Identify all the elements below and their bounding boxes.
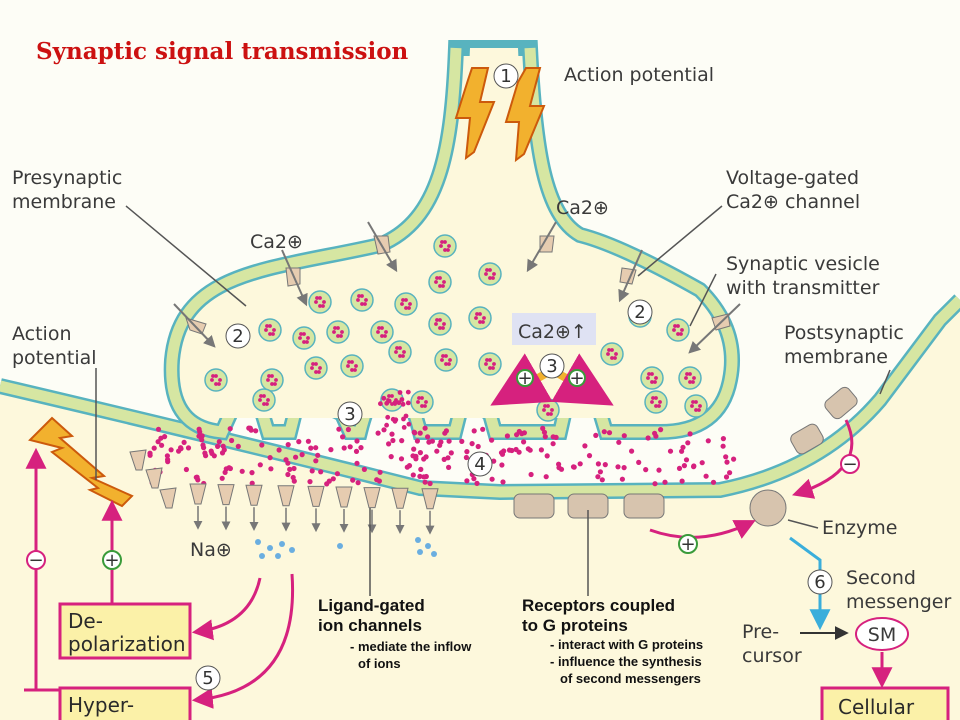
inhibit-sign: −	[26, 550, 46, 571]
second-messenger-label: Second	[846, 567, 916, 589]
step-marker: 3	[539, 353, 565, 379]
ion-inflow-dots	[255, 537, 437, 559]
ca-left-label: Ca2⊕	[250, 231, 303, 253]
postsynaptic-label: Postsynaptic	[784, 322, 904, 344]
gprotein-caption: Receptors coupled	[522, 596, 675, 615]
svg-text:4: 4	[474, 454, 485, 475]
action-potential-label: Action potential	[564, 64, 714, 86]
ca-inside-box	[512, 313, 596, 345]
g-protein-receptors	[513, 386, 858, 519]
step-marker: 4	[467, 451, 493, 477]
action-potential-bolt-right	[504, 67, 546, 163]
ca-channel	[539, 235, 555, 253]
precursor-label-2: cursor	[742, 645, 802, 667]
ligand-caption: Ligand-gated	[318, 596, 425, 615]
voltage-gated-label: Voltage-gated	[726, 167, 859, 189]
svg-text:−: −	[28, 550, 43, 571]
gprotein-caption-3: - interact with G proteins	[550, 637, 703, 652]
transmitter-cloud	[147, 389, 737, 487]
svg-text:+: +	[680, 534, 695, 555]
action-potential-left-bolt	[28, 416, 134, 508]
svg-text:+: +	[569, 368, 584, 389]
action-potential-bolt-left	[454, 67, 496, 161]
depolarization-label: De-	[68, 609, 103, 633]
presynaptic-label-2: membrane	[12, 191, 116, 213]
synaptic-vesicles	[204, 234, 708, 422]
ligand-caption-3: - mediate the inflow	[350, 639, 472, 654]
gprotein-caption-5: of second messengers	[560, 671, 701, 686]
gprotein-caption-4: - influence the synthesis	[550, 654, 702, 669]
second-messenger-label-2: messenger	[846, 591, 951, 613]
svg-text:−: −	[842, 454, 857, 475]
page-title: Synaptic signal transmission	[36, 38, 409, 65]
enzyme-label: Enzyme	[822, 517, 897, 539]
sm-label: SM	[868, 624, 896, 646]
ca-inside-label: Ca2⊕↑	[518, 321, 587, 343]
ca-right-label: Ca2⊕	[556, 197, 609, 219]
excite-sign: +	[568, 368, 586, 389]
svg-text:3: 3	[344, 404, 355, 425]
depolarization-box	[58, 602, 192, 660]
svg-text:+: +	[517, 368, 532, 389]
excite-sign: +	[102, 550, 122, 571]
svg-text:+: +	[104, 550, 119, 571]
svg-text:1: 1	[500, 66, 511, 87]
depolarization-label-2: polarization	[68, 632, 186, 656]
presynaptic-label: Presynaptic	[12, 167, 122, 189]
action-potential-left-label: Action	[12, 323, 72, 345]
step-marker: 5	[195, 665, 221, 691]
step-marker: 2	[225, 323, 251, 349]
vesicle-label-2: with transmitter	[726, 277, 880, 299]
na-label: Na⊕	[190, 539, 232, 561]
vesicle-label: Synaptic vesicle	[726, 253, 880, 275]
hyperpolarization-box	[58, 686, 192, 720]
voltage-gated-label-2: Ca2⊕ channel	[726, 191, 860, 213]
step-marker: 6	[807, 569, 833, 595]
svg-text:5: 5	[202, 668, 213, 689]
svg-text:6: 6	[814, 572, 825, 593]
ligand-gated-channels	[129, 449, 439, 535]
second-messenger-node	[855, 617, 909, 651]
ligand-caption-4: of ions	[358, 656, 401, 671]
hyperpolarization-label: Hyper-	[68, 693, 134, 717]
step-marker: 2	[627, 299, 653, 325]
step-marker: 3	[337, 401, 363, 427]
svg-text:3: 3	[546, 356, 557, 377]
action-potential-left-label-2: potential	[12, 347, 97, 369]
svg-text:2: 2	[634, 302, 645, 323]
cellular-label: Cellular	[838, 695, 915, 719]
excite-sign: +	[516, 368, 534, 389]
precursor-label: Pre-	[742, 621, 779, 643]
inhibit-sign: −	[840, 454, 860, 475]
cellular-box	[820, 686, 950, 720]
enzyme-icon	[749, 489, 787, 527]
excite-sign: +	[678, 534, 698, 555]
step-marker: 1	[493, 63, 519, 89]
postsynaptic-label-2: membrane	[784, 346, 888, 368]
svg-text:2: 2	[232, 326, 243, 347]
ligand-caption-2: ion channels	[318, 616, 422, 635]
gprotein-caption-2: to G proteins	[522, 616, 628, 635]
